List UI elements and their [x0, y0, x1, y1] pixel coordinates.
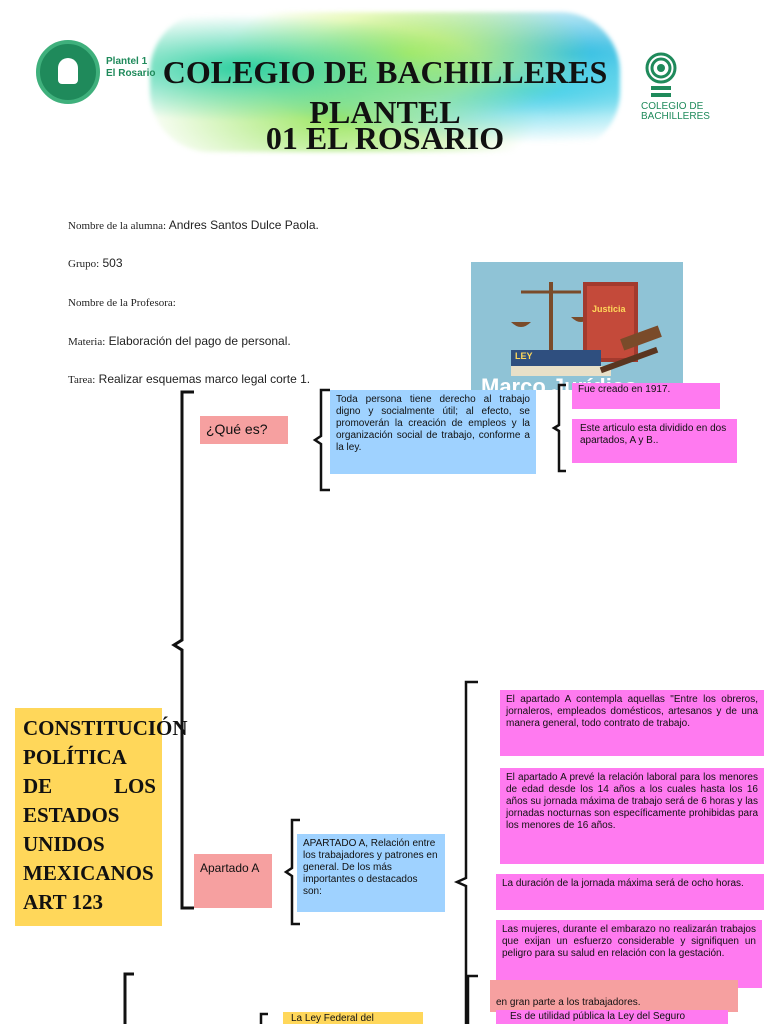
profesora-field: Nombre de la Profesora:	[68, 295, 176, 309]
plantel-logo-text: Plantel 1 El Rosario	[106, 56, 155, 80]
mujeres-embarazo-note: Las mujeres, durante el embarazo no real…	[496, 920, 762, 988]
tarea-label: Tarea:	[68, 374, 96, 386]
apartado-a-details-brace	[453, 680, 478, 1024]
title-line-3: 01 EL ROSARIO	[265, 120, 505, 156]
materia-label: Materia:	[68, 336, 106, 348]
grupo-field: Grupo: 503	[68, 256, 123, 270]
alumna-field: Nombre de la alumna: Andres Santos Dulce…	[68, 218, 319, 232]
title-line-1: COLEGIO DE BACHILLERES	[162, 54, 608, 90]
constitucion-text: CONSTITUCIÓN POLÍTICA DE LOS ESTADOS UNI…	[23, 716, 188, 914]
watercolor-splash	[150, 12, 620, 152]
law-illustration: LEY Justicia Marco Jurídico	[471, 262, 683, 399]
alumna-value: Andres Santos Dulce Paola.	[166, 218, 319, 232]
colegio-logo-line-1: COLEGIO DE	[641, 101, 704, 112]
title-line-3-cut: 01 EL ROSARIO	[150, 120, 620, 156]
apartado-a-label: Apartado A	[194, 854, 272, 908]
colegio-logo-text: COLEGIO DE BACHILLERES	[641, 102, 710, 122]
apartado-a-contrato-note: El apartado A contempla aquellas "Entre …	[500, 690, 764, 756]
title-line-2: PLANTEL	[309, 94, 461, 130]
scales-justice-icon	[471, 262, 683, 390]
creado-1917-note: Fue creado en 1917.	[572, 383, 720, 409]
ley-seguro-note: Es de utilidad pública la Ley del Seguro	[496, 1010, 728, 1024]
tarea-value: Realizar esquemas marco legal corte 1.	[95, 372, 311, 386]
fundamento-brace	[551, 383, 566, 473]
page-title: COLEGIO DE BACHILLERES PLANTEL	[150, 52, 620, 132]
tarea-field: Tarea: Realizar esquemas marco legal cor…	[68, 372, 310, 386]
colegio-logo-line-2: BACHILLERES	[641, 111, 710, 122]
materia-field: Materia: Elaboración del pago de persona…	[68, 334, 291, 348]
plantel-logo-icon	[36, 40, 100, 104]
trabajadores-note: en gran parte a los trabajadores.	[490, 980, 738, 1012]
que-es-label: ¿Qué es?	[200, 416, 288, 444]
que-es-brace	[312, 388, 330, 492]
main-brace	[171, 390, 194, 910]
ley-federal-note: La Ley Federal del	[283, 1012, 423, 1024]
dividido-note: Este articulo esta dividido en dos apart…	[572, 419, 737, 463]
profesora-label: Nombre de la Profesora:	[68, 297, 176, 309]
apartado-a-menores-note: El apartado A prevé la relación laboral …	[500, 768, 764, 864]
grupo-value: 503	[99, 256, 123, 270]
apartado-a-description: APARTADO A, Relación entre los trabajado…	[297, 834, 445, 912]
alumna-label: Nombre de la alumna:	[68, 220, 167, 232]
plantel-name: El Rosario	[106, 68, 156, 79]
constitucion-box: CONSTITUCIÓN POLÍTICA DE LOS ESTADOS UNI…	[15, 708, 188, 926]
que-es-definition: Toda persona tiene derecho al trabajo di…	[330, 390, 536, 474]
grupo-label: Grupo:	[68, 258, 100, 270]
apartado-a-brace	[283, 818, 300, 926]
ley-federal-brace	[259, 1012, 268, 1024]
ley-book-label: LEY	[515, 351, 533, 361]
bell-icon	[58, 58, 78, 84]
materia-value: Elaboración del pago de personal.	[105, 334, 291, 348]
justicia-book-label: Justicia	[592, 304, 626, 314]
plantel-number: Plantel 1	[106, 56, 148, 67]
jornada-maxima-note: La duración de la jornada máxima será de…	[496, 874, 764, 910]
second-brace	[123, 972, 134, 1024]
colegio-logo-icon	[645, 52, 677, 97]
